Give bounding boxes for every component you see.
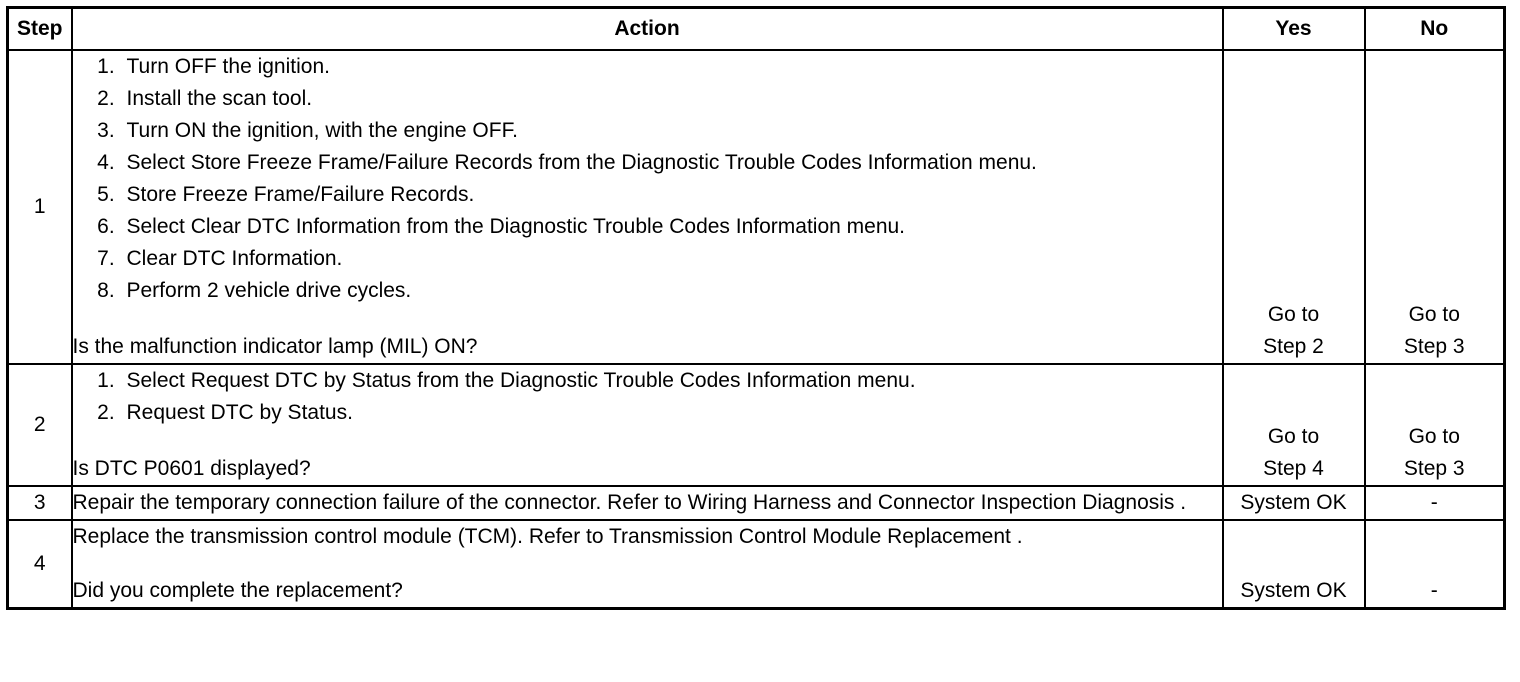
diagnostic-table: Step Action Yes No 1 Turn OFF the igniti… xyxy=(6,6,1506,610)
action-cell: Replace the transmission control module … xyxy=(70,518,1224,609)
step-number: 2 xyxy=(6,362,73,487)
table-row: 1 Turn OFF the ignition. Install the sca… xyxy=(6,48,1506,365)
list-item: Turn ON the ignition, with the engine OF… xyxy=(121,115,1222,147)
step-number: 1 xyxy=(6,48,73,365)
header-action: Action xyxy=(70,6,1224,51)
list-item: Select Request DTC by Status from the Di… xyxy=(121,365,1222,397)
question-text: Is the malfunction indicator lamp (MIL) … xyxy=(72,334,478,358)
list-item: Request DTC by Status. xyxy=(121,397,1222,429)
header-yes: Yes xyxy=(1221,6,1366,51)
list-item: Install the scan tool. xyxy=(121,83,1222,115)
no-result: - xyxy=(1363,518,1506,609)
step-number: 3 xyxy=(6,484,73,521)
list-item: Perform 2 vehicle drive cycles. xyxy=(121,275,1222,307)
question-text: Is DTC P0601 displayed? xyxy=(72,456,311,480)
no-result-line: Go to xyxy=(1408,302,1460,326)
action-cell: Turn OFF the ignition. Install the scan … xyxy=(70,48,1224,365)
substep-list: Turn OFF the ignition. Install the scan … xyxy=(73,51,1222,307)
yes-result-line: Step 4 xyxy=(1263,456,1324,480)
table-row: 2 Select Request DTC by Status from the … xyxy=(6,362,1506,487)
yes-result: System OK xyxy=(1221,484,1366,521)
yes-result-line: Go to xyxy=(1267,302,1320,326)
header-step: Step xyxy=(6,6,73,51)
yes-result: System OK xyxy=(1221,518,1366,609)
list-item: Store Freeze Frame/Failure Records. xyxy=(121,179,1222,211)
action-cell: Select Request DTC by Status from the Di… xyxy=(70,362,1224,487)
no-result-line: Go to xyxy=(1408,424,1460,448)
header-no: No xyxy=(1363,6,1506,51)
list-item: Turn OFF the ignition. xyxy=(121,51,1222,83)
no-result-line: Step 3 xyxy=(1403,456,1465,480)
list-item: Select Store Freeze Frame/Failure Record… xyxy=(121,147,1222,179)
step-number: 4 xyxy=(6,518,73,609)
header-row: Step Action Yes No xyxy=(6,6,1506,51)
no-result: - xyxy=(1363,484,1506,521)
action-cell: Repair the temporary connection failure … xyxy=(70,484,1224,521)
yes-result: Go to Step 4 xyxy=(1221,362,1366,487)
table-row: 3 Repair the temporary connection failur… xyxy=(6,484,1506,521)
yes-result: Go to Step 2 xyxy=(1221,48,1366,365)
no-result: Go to Step 3 xyxy=(1363,48,1506,365)
no-result-line: Step 3 xyxy=(1403,334,1465,358)
question-text: Did you complete the replacement? xyxy=(72,578,403,602)
no-result: Go to Step 3 xyxy=(1363,362,1506,487)
substep-list: Select Request DTC by Status from the Di… xyxy=(73,365,1222,429)
yes-result-line: Step 2 xyxy=(1263,334,1324,358)
action-text: Replace the transmission control module … xyxy=(72,524,1023,548)
yes-result-line: Go to xyxy=(1267,424,1320,448)
list-item: Clear DTC Information. xyxy=(121,243,1222,275)
table-row: 4 Replace the transmission control modul… xyxy=(6,518,1506,609)
list-item: Select Clear DTC Information from the Di… xyxy=(121,211,1222,243)
action-text: Repair the temporary connection failure … xyxy=(72,490,1187,514)
